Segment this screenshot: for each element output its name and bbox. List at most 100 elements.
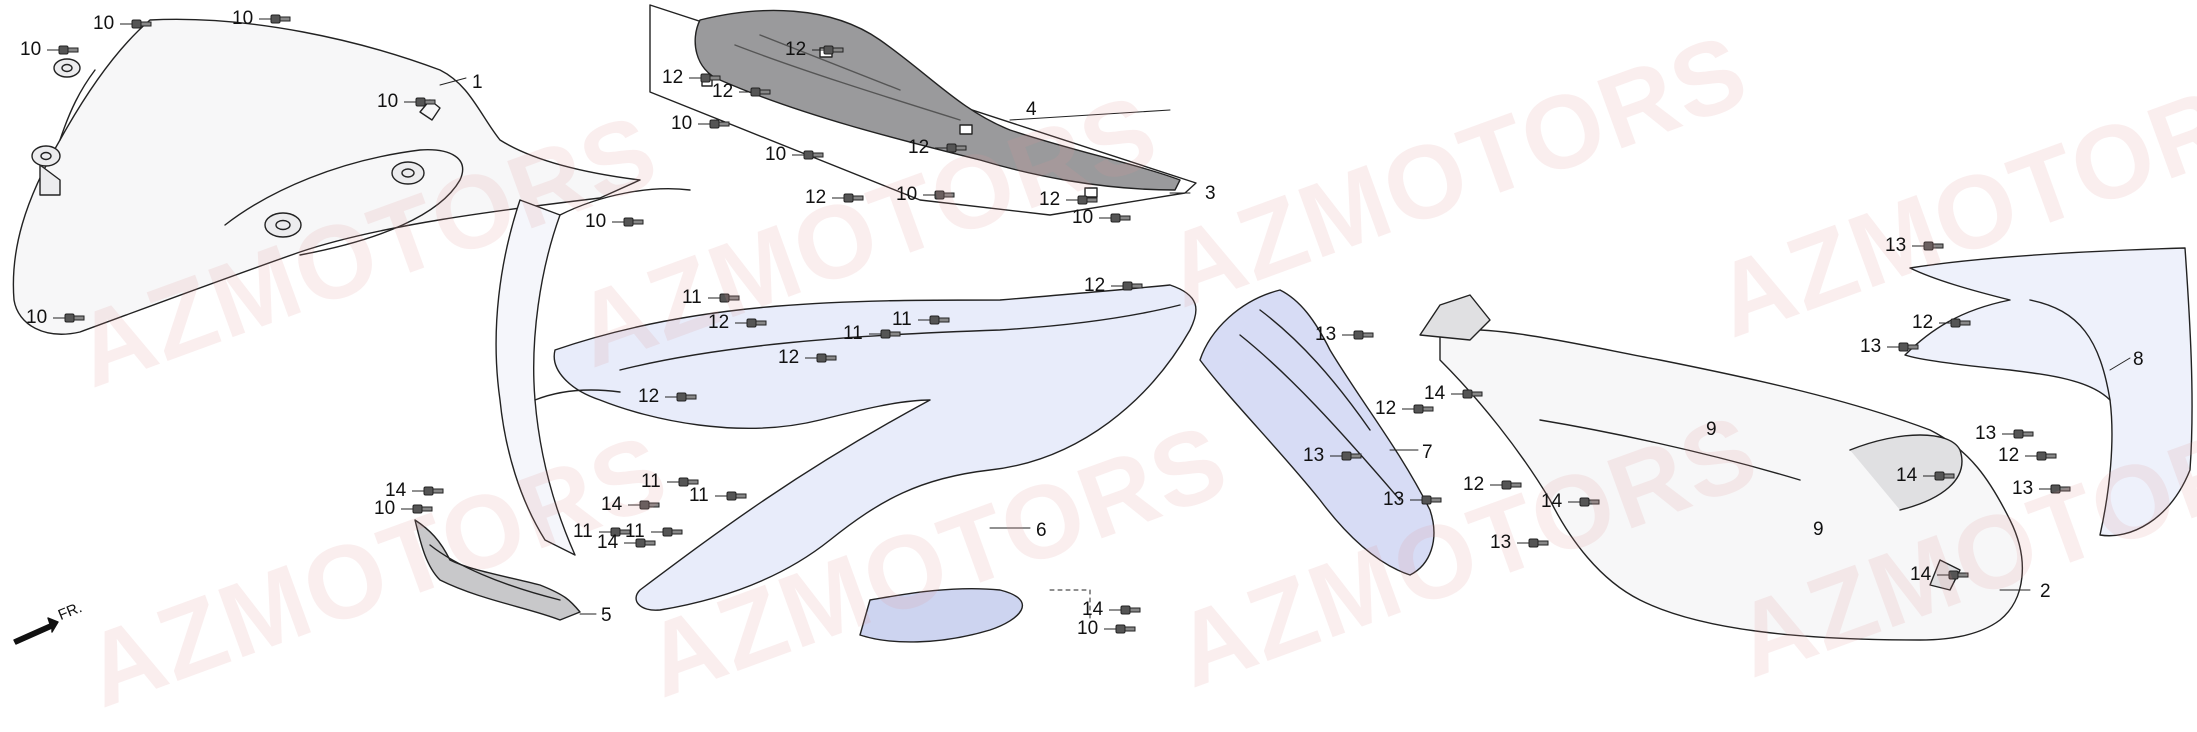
fastener-icon — [58, 45, 69, 55]
callout-fastener-12: 12 — [778, 347, 800, 368]
callout-fastener-12: 12 — [1998, 445, 2020, 466]
callout-fastener-12: 12 — [785, 39, 807, 60]
fastener-shank — [1957, 572, 1969, 578]
fastener-shank — [1959, 320, 1971, 326]
fastener-shank — [1086, 197, 1098, 203]
callout-fastener-11: 11 — [689, 485, 709, 506]
callout-fastener-11: 11 — [843, 323, 863, 344]
fastener-icon — [678, 477, 689, 487]
callout-fastener-13: 13 — [1315, 324, 1337, 345]
callout-fastener-11: 11 — [682, 287, 702, 308]
fastener-icon — [700, 73, 711, 83]
fastener-shank — [709, 75, 721, 81]
fastener-shank — [644, 540, 656, 546]
fastener-icon — [676, 392, 687, 402]
fastener-icon — [1950, 318, 1961, 328]
front-direction-arrow-icon — [13, 617, 59, 645]
callout-fastener-14: 14 — [1541, 491, 1563, 512]
fastener-shank — [140, 21, 152, 27]
fastener-shank — [1124, 626, 1136, 632]
fastener-icon — [1122, 281, 1133, 291]
fastener-shank — [943, 192, 955, 198]
leader-lines — [439, 77, 2131, 621]
callout-fastener-10: 10 — [671, 113, 693, 134]
part-1-front-upper-cover — [12, 18, 641, 335]
callout-fastener-10: 10 — [585, 211, 607, 232]
callout-fastener-13: 13 — [1383, 489, 1405, 510]
callout-fastener-13: 13 — [1490, 532, 1512, 553]
fastener-icon — [1353, 330, 1364, 340]
fastener-shank — [685, 394, 697, 400]
fastener-icon — [1934, 471, 1945, 481]
fastener-icon — [726, 491, 737, 501]
callout-fastener-14: 14 — [1910, 564, 1932, 585]
callout-fastener-10: 10 — [232, 8, 254, 29]
callout-fastener-10: 10 — [93, 13, 115, 34]
callout-fastener-12: 12 — [1084, 275, 1106, 296]
fastener-shank — [687, 479, 699, 485]
callout-fastener-14: 14 — [385, 480, 407, 501]
fastener-icon — [1898, 342, 1909, 352]
callout-fastener-13: 13 — [1885, 235, 1907, 256]
fastener-shank — [1422, 406, 1434, 412]
callout-fastener-14: 14 — [1896, 465, 1918, 486]
fastener-shank — [728, 295, 740, 301]
callout-part-9: 9 — [1706, 419, 1717, 440]
fastener-shank — [1907, 344, 1919, 350]
callout-fastener-10: 10 — [20, 39, 42, 60]
fastener-shank — [632, 219, 644, 225]
fastener-shank — [759, 89, 771, 95]
callout-fastener-11: 11 — [625, 521, 645, 542]
callout-fastener-10: 10 — [26, 307, 48, 328]
callout-fastener-12: 12 — [638, 386, 660, 407]
callout-part-9: 9 — [1813, 519, 1824, 540]
fastener-shank — [735, 493, 747, 499]
callout-fastener-12: 12 — [662, 67, 684, 88]
callout-fastener-13: 13 — [1860, 336, 1882, 357]
callout-fastener-12: 12 — [1463, 474, 1485, 495]
fastener-icon — [929, 315, 940, 325]
fastener-shank — [1129, 607, 1141, 613]
fastener-shank — [718, 121, 730, 127]
fastener-icon — [131, 19, 142, 29]
callout-part-7: 7 — [1422, 442, 1433, 463]
callout-fastener-12: 12 — [1375, 398, 1397, 419]
fastener-shank — [852, 195, 864, 201]
fastener-shank — [1119, 215, 1131, 221]
fastener-shank — [955, 145, 967, 151]
callout-fastener-10: 10 — [765, 144, 787, 165]
fastener-shank — [1131, 283, 1143, 289]
fastener-shank — [1430, 497, 1442, 503]
callout-fastener-10: 10 — [1072, 207, 1094, 228]
fastener-shank — [1588, 499, 1600, 505]
fastener-shank — [755, 320, 767, 326]
callout-fastener-11: 11 — [573, 521, 593, 542]
callout-fastener-14: 14 — [1424, 383, 1446, 404]
fastener-icon — [415, 97, 426, 107]
callout-part-4: 4 — [1026, 99, 1037, 120]
fastener-shank — [2059, 486, 2071, 492]
fastener-icon — [1120, 605, 1131, 615]
fastener-icon — [750, 87, 761, 97]
fastener-shank — [2045, 453, 2057, 459]
callout-fastener-11: 11 — [641, 471, 661, 492]
callout-fastener-14: 14 — [601, 494, 623, 515]
fastener-shank — [73, 315, 85, 321]
fastener-icon — [2036, 451, 2047, 461]
callout-part-8: 8 — [2133, 349, 2144, 370]
fastener-icon — [823, 45, 834, 55]
callout-part-6: 6 — [1036, 520, 1047, 541]
callout-fastener-13: 13 — [2012, 478, 2034, 499]
callout-fastener-12: 12 — [708, 312, 730, 333]
part-6-front-side-panel — [495, 188, 1197, 643]
fastener-glyphs — [47, 14, 2071, 634]
callout-part-5: 5 — [601, 605, 612, 626]
fastener-icon — [2013, 429, 2024, 439]
fastener-icon — [816, 353, 827, 363]
fastener-shank — [1362, 332, 1374, 338]
fastener-icon — [270, 14, 281, 24]
fastener-shank — [421, 506, 433, 512]
fastener-icon — [1341, 451, 1352, 461]
fastener-shank — [432, 488, 444, 494]
fastener-shank — [67, 47, 79, 53]
